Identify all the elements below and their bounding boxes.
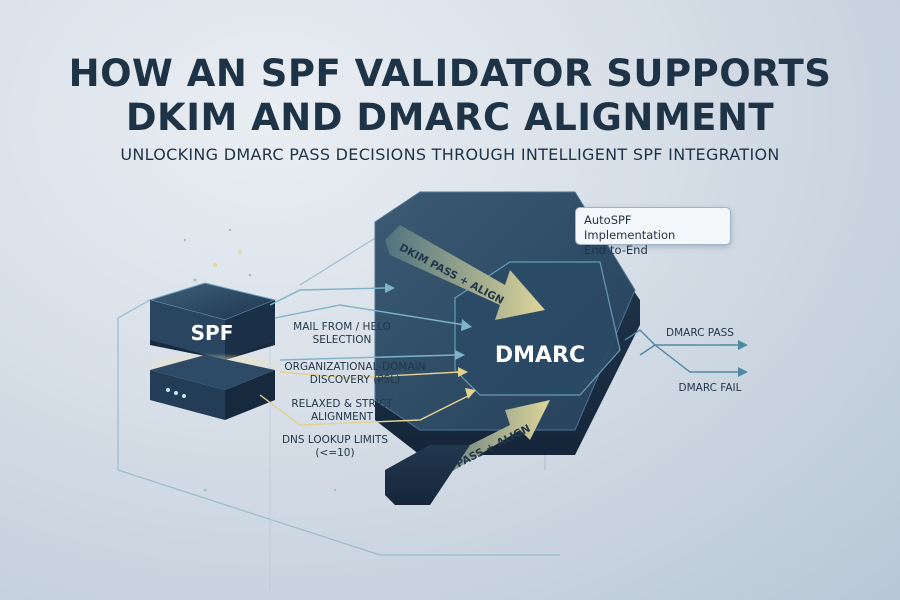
spf-arrow-plinth (385, 445, 470, 505)
feature-dns-limits-line-1: DNS LOOKUP LIMITS (282, 434, 388, 446)
feature-dns-limits-line-2: (<=10) (315, 447, 354, 459)
feature-alignment-line-2: ALIGNMENT (311, 411, 374, 423)
autospf-callout: AutoSPF Implementation End-to-End (575, 207, 731, 257)
callout-line-2: End-to-End (584, 243, 648, 257)
connector-arrowheads (385, 283, 476, 399)
page-title-line-2: DKIM AND DMARC ALIGNMENT (125, 96, 775, 139)
page-title-line-1: HOW AN SPF VALIDATOR SUPPORTS (68, 52, 832, 95)
connector-lines (259, 287, 471, 426)
decorative-particles (183, 228, 337, 492)
feature-mail-from-line-1: MAIL FROM / HELO (293, 321, 391, 333)
spf-label: SPF (191, 321, 234, 345)
dmarc-label: DMARC (495, 343, 585, 368)
feature-list: MAIL FROM / HELO SELECTION ORGANIZATIONA… (282, 321, 426, 459)
feature-alignment-line-1: RELAXED & STRICT (291, 398, 393, 410)
dmarc-outputs (624, 329, 740, 373)
dmarc-pass-label: DMARC PASS (666, 327, 734, 339)
dmarc-fail-label: DMARC FAIL (679, 382, 742, 394)
fail-arrowhead (738, 367, 748, 377)
pass-arrowhead (738, 340, 748, 350)
spf-block: SPF (137, 282, 287, 420)
feature-org-domain-line-2: DISCOVERY (PSL) (310, 374, 401, 386)
page-subtitle: UNLOCKING DMARC PASS DECISIONS THROUGH I… (120, 145, 780, 164)
callout-line-1: AutoSPF Implementation (584, 213, 676, 242)
feature-mail-from-line-2: SELECTION (313, 334, 372, 346)
feature-org-domain-line-1: ORGANIZATIONAL-DOMAIN (284, 361, 425, 373)
